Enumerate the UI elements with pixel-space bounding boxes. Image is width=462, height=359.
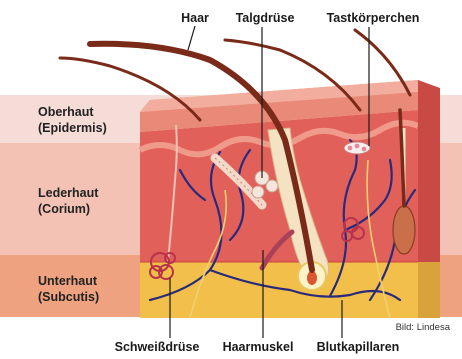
label-blood-capillaries: Blutkapillaren [317,340,400,354]
touch-corpuscle-dot-3 [362,147,367,152]
label-hair: Haar [181,11,209,25]
label-dermis-1: Lederhaut [38,186,99,200]
label-subcutis-2: (Subcutis) [38,290,99,304]
label-hair-muscle: Haarmuskel [223,340,294,354]
label-epidermis-2: (Epidermis) [38,121,107,135]
pacinian-corpuscle [393,206,415,254]
touch-corpuscle-dot-2 [355,144,360,149]
sebaceous-lobe-2 [266,180,278,192]
right-side-subcutis [418,262,440,318]
label-touch-corpuscle: Tastkörperchen [327,11,420,25]
label-sebaceous-gland: Talgdrüse [236,11,295,25]
image-credit: Bild: Lindesa [396,322,451,333]
touch-corpuscle-dot-1 [348,146,353,151]
sebaceous-lobe-3 [252,186,264,198]
label-dermis-2: (Corium) [38,202,90,216]
hair-papilla [307,271,317,285]
label-sweat-gland: Schweißdrüse [115,340,200,354]
label-subcutis-1: Unterhaut [38,274,98,288]
label-epidermis-1: Oberhaut [38,105,94,119]
leader-hair [188,26,195,50]
